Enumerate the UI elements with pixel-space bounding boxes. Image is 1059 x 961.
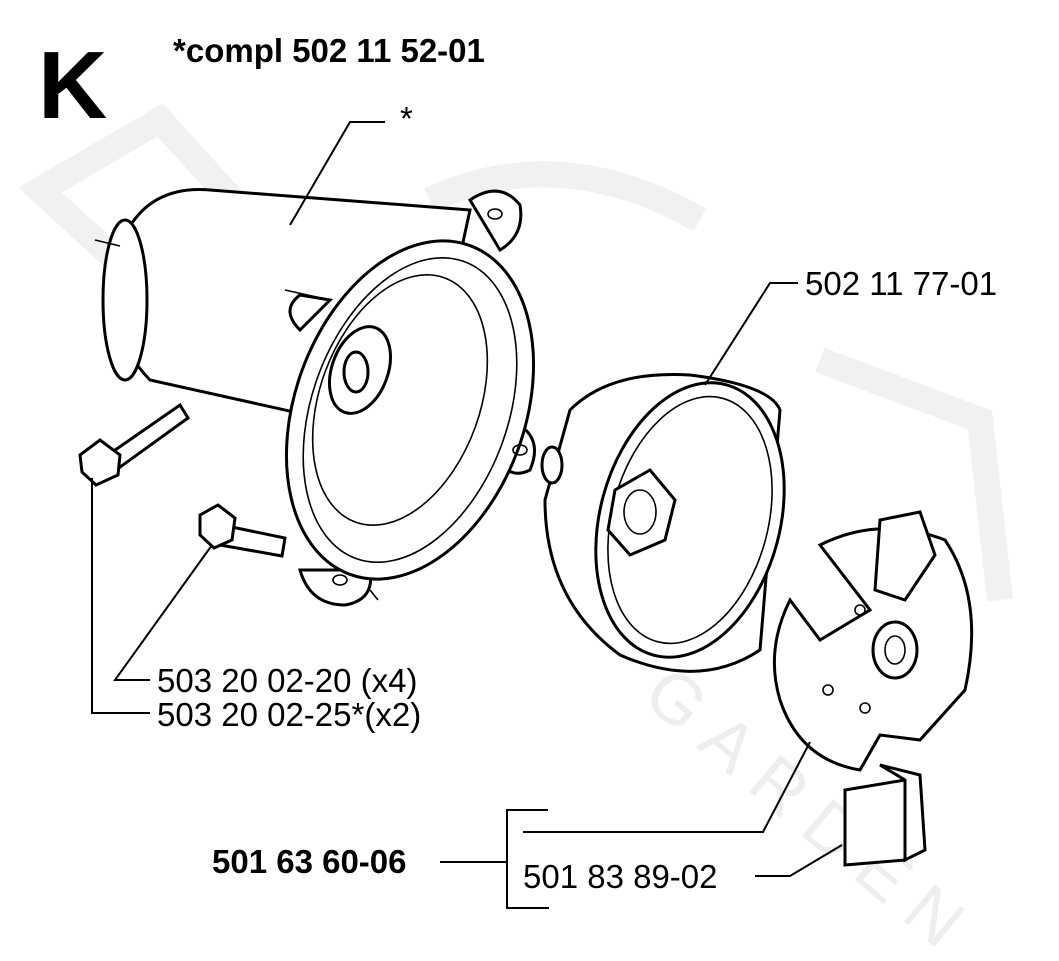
clutch-housing bbox=[94, 188, 536, 607]
screw-short bbox=[198, 503, 287, 558]
bracket bbox=[506, 809, 549, 909]
screw-a-label: 503 20 02-20 (x4) bbox=[157, 662, 418, 699]
clutch-spring-label: 501 83 89-02 bbox=[523, 858, 718, 895]
assembly-label: *compl 502 11 52-01 bbox=[173, 32, 485, 69]
screw-b-label: 503 20 02-25*(x2) bbox=[157, 696, 421, 733]
clutch-assembly-label: 501 63 60-06 bbox=[212, 843, 407, 880]
leader-clutch-drum bbox=[704, 282, 798, 386]
leader-clutch-spring bbox=[755, 844, 843, 877]
housing-label: * bbox=[400, 100, 413, 137]
leader-screw-b bbox=[91, 478, 150, 714]
screw-long bbox=[78, 402, 191, 487]
leader-screw-a bbox=[113, 544, 213, 681]
section-letter: K bbox=[38, 32, 107, 139]
clutch-shoes bbox=[772, 510, 974, 772]
clutch-drum-label: 502 11 77-01 bbox=[805, 265, 997, 302]
clutch-spring bbox=[843, 763, 927, 867]
leader-clutch-shoes bbox=[523, 741, 811, 833]
clutch-drum bbox=[540, 372, 786, 673]
leader-housing bbox=[289, 121, 385, 226]
